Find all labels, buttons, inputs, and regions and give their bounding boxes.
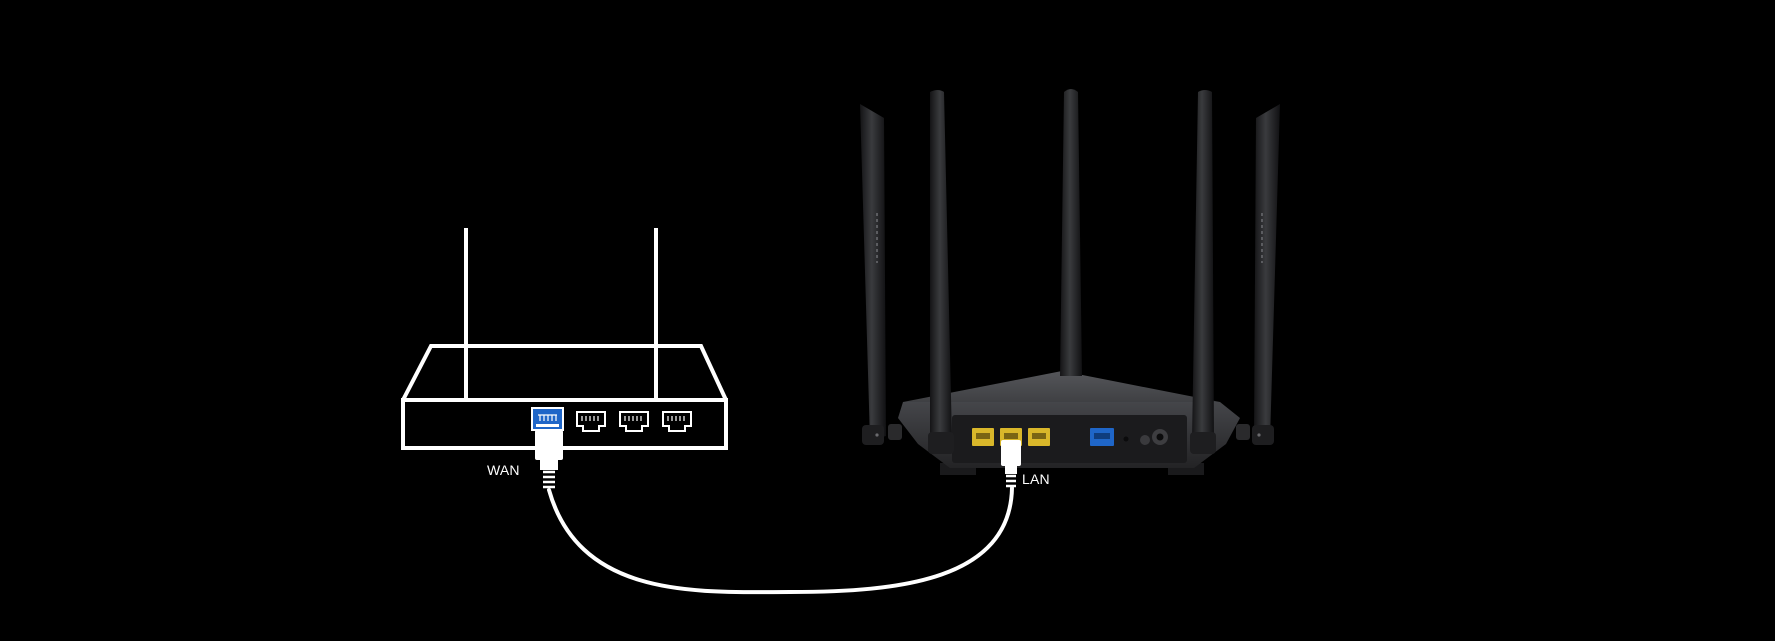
router-antenna-5 <box>1252 104 1280 445</box>
ethernet-cable <box>547 486 1014 595</box>
router-antenna-2 <box>928 90 954 454</box>
router-antenna-4 <box>1190 90 1216 454</box>
modem-body <box>401 398 728 450</box>
router-antenna-1 <box>860 104 886 445</box>
router-reset-hole <box>1123 436 1129 442</box>
modem-outline <box>401 228 728 450</box>
wan-port-label: WAN <box>487 462 520 478</box>
router-wps-button <box>1140 435 1150 445</box>
router-antenna-3 <box>1060 89 1082 376</box>
modem-lan-port-2 <box>619 411 649 432</box>
router-lan-port-3 <box>1028 428 1050 446</box>
modem-wan-port <box>531 407 564 431</box>
router-back-view <box>860 89 1280 488</box>
lan-port-label: LAN <box>1022 471 1050 487</box>
modem-lan-port-3 <box>662 411 692 432</box>
router-lan-port-1 <box>972 428 994 446</box>
modem-top <box>401 344 728 401</box>
wan-cable-plug <box>535 430 563 489</box>
router-wan-port <box>1090 428 1114 446</box>
lan-cable-plug <box>1001 440 1021 488</box>
modem-lan-port-1 <box>576 411 606 432</box>
router-top <box>903 371 1220 412</box>
